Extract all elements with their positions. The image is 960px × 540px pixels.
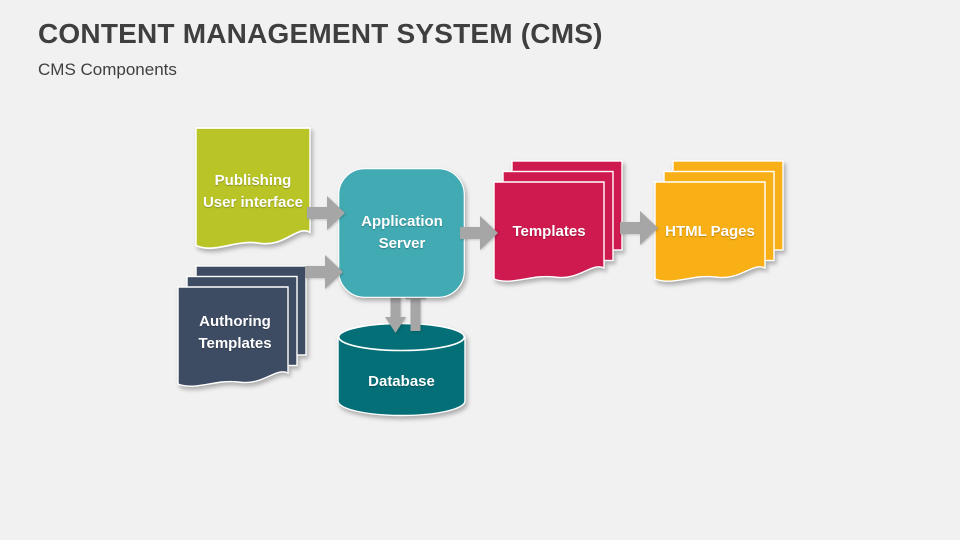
page-subtitle: CMS Components — [38, 60, 177, 79]
arrow-appserver-to-database-icon — [385, 289, 406, 333]
database-cylinder-shape — [337, 322, 466, 417]
arrow-authoring-to-appserver-icon — [305, 255, 343, 289]
authoring-templates-stack-shape — [177, 265, 307, 387]
arrow-publishing-to-appserver-icon — [307, 196, 345, 230]
application-server-box-shape — [338, 168, 465, 298]
html-pages-stack-shape — [654, 160, 784, 282]
arrow-templates-to-htmlpages-icon — [620, 211, 658, 245]
publishing-document-shape — [195, 127, 311, 250]
arrow-appserver-to-templates-icon — [460, 216, 498, 250]
templates-stack-shape — [493, 160, 623, 282]
page-title: CONTENT MANAGEMENT SYSTEM (CMS) — [38, 18, 603, 49]
